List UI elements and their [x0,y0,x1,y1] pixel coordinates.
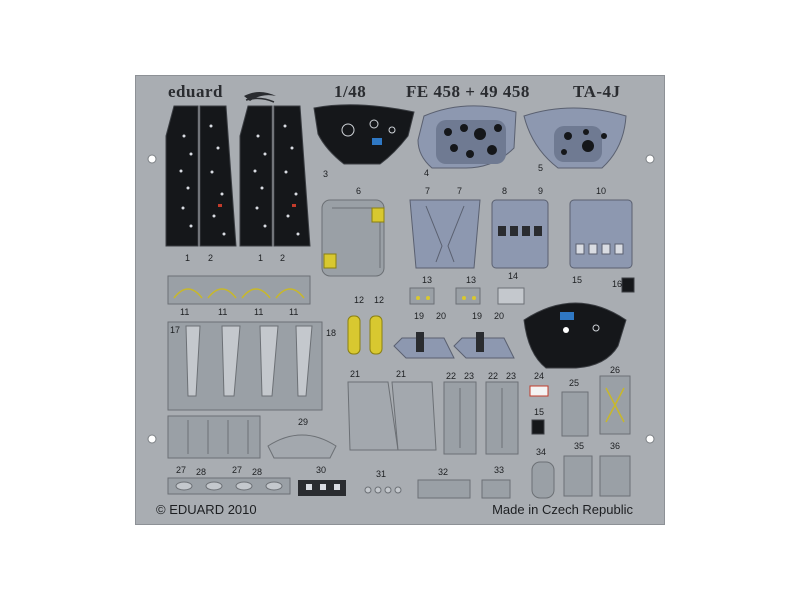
part-32 [417,479,471,499]
part-24 [529,385,549,397]
part-10-belts [569,199,633,269]
part-number: 11 [289,307,299,317]
part-number: 21 [396,369,407,379]
part-number: 35 [574,441,585,451]
fret-artwork [147,92,655,499]
part-number: 23 [464,371,475,381]
part-number: 15 [572,275,583,285]
part-33 [481,479,511,499]
part-number: 8 [502,186,508,196]
part-number: 2 [208,253,214,263]
part-6-cushion [321,199,385,277]
part-22-23-pair [443,381,519,455]
part-14 [497,287,525,305]
model-label: TA-4J [573,82,621,101]
part-number: 17 [170,325,181,335]
part-number: 2 [280,253,286,263]
part-15-panel [523,302,627,369]
brand-swoosh-icon [244,92,276,103]
part-number: 19 [472,311,483,321]
part-number: 24 [534,371,545,381]
part-number: 16 [612,279,623,289]
part-number: 7 [425,186,431,196]
part-number: 1 [258,253,264,263]
part-1-2-left-panels [165,105,237,247]
part-12-pair [347,315,383,355]
part-number: 33 [494,465,505,475]
part-number: 10 [596,186,607,196]
part-number: 29 [298,417,309,427]
part-4-instrument-panel [417,105,517,169]
part-number: 30 [316,465,327,475]
part-number: 9 [538,186,544,196]
product-codes: FE 458 + 49 458 [406,82,530,101]
part-number: 7 [457,186,463,196]
part-30 [298,480,346,496]
part-number: 21 [350,369,361,379]
part-21-pair [347,381,437,451]
part-number: 20 [436,311,447,321]
part-number: 12 [354,295,365,305]
part-36 [599,455,631,497]
part-number: 13 [466,275,477,285]
part-number: 26 [610,365,621,375]
scale-label: 1/48 [334,82,367,101]
part-number: 28 [252,467,263,477]
part-7-pair [409,199,481,269]
part-number: 1 [185,253,191,263]
part-number: 34 [536,447,547,457]
part-16 [621,277,635,293]
copyright-label: © EDUARD 2010 [156,502,257,517]
part-number: 11 [180,307,190,317]
part-number: 19 [414,311,425,321]
part-17-18-seat-frames [167,321,323,411]
origin-label: Made in Czech Republic [492,502,633,517]
part-grille [167,415,261,459]
part-34 [531,461,555,499]
part-15-small [531,419,545,435]
part-number: 15 [534,407,545,417]
part-number: 31 [376,469,387,479]
part-number: 3 [323,169,329,179]
part-13-pair [409,287,481,305]
part-number: 22 [488,371,499,381]
part-number: 32 [438,467,449,477]
part-8-9-belts [491,199,549,269]
part-number: 11 [218,307,228,317]
photo-etch-fret: eduard [135,75,665,525]
part-number: 11 [254,307,264,317]
part-11-strip [167,275,311,305]
part-number: 6 [356,186,362,196]
part-31 [364,486,402,494]
part-number: 36 [610,441,621,451]
part-35 [563,455,593,497]
brand-logo-text: eduard [168,82,223,101]
part-number: 12 [374,295,385,305]
part-5-instrument-panel [523,107,627,169]
part-1-2-right-panels [239,105,311,247]
part-number: 18 [326,328,337,338]
part-number: 14 [508,271,519,281]
part-number: 27 [176,465,187,475]
part-27-28-strip [167,477,291,495]
part-number: 4 [424,168,430,178]
part-number: 5 [538,163,544,173]
part-number: 28 [196,467,207,477]
part-number: 13 [422,275,433,285]
part-number: 25 [569,378,580,388]
mounting-holes [147,154,655,444]
part-25 [561,391,589,437]
part-26 [599,375,631,435]
part-number: 22 [446,371,457,381]
part-19-20-pair [393,332,515,359]
part-3-instrument-panel [313,104,415,165]
part-number: 27 [232,465,243,475]
part-29 [267,434,337,459]
part-number: 20 [494,311,505,321]
part-number: 23 [506,371,517,381]
